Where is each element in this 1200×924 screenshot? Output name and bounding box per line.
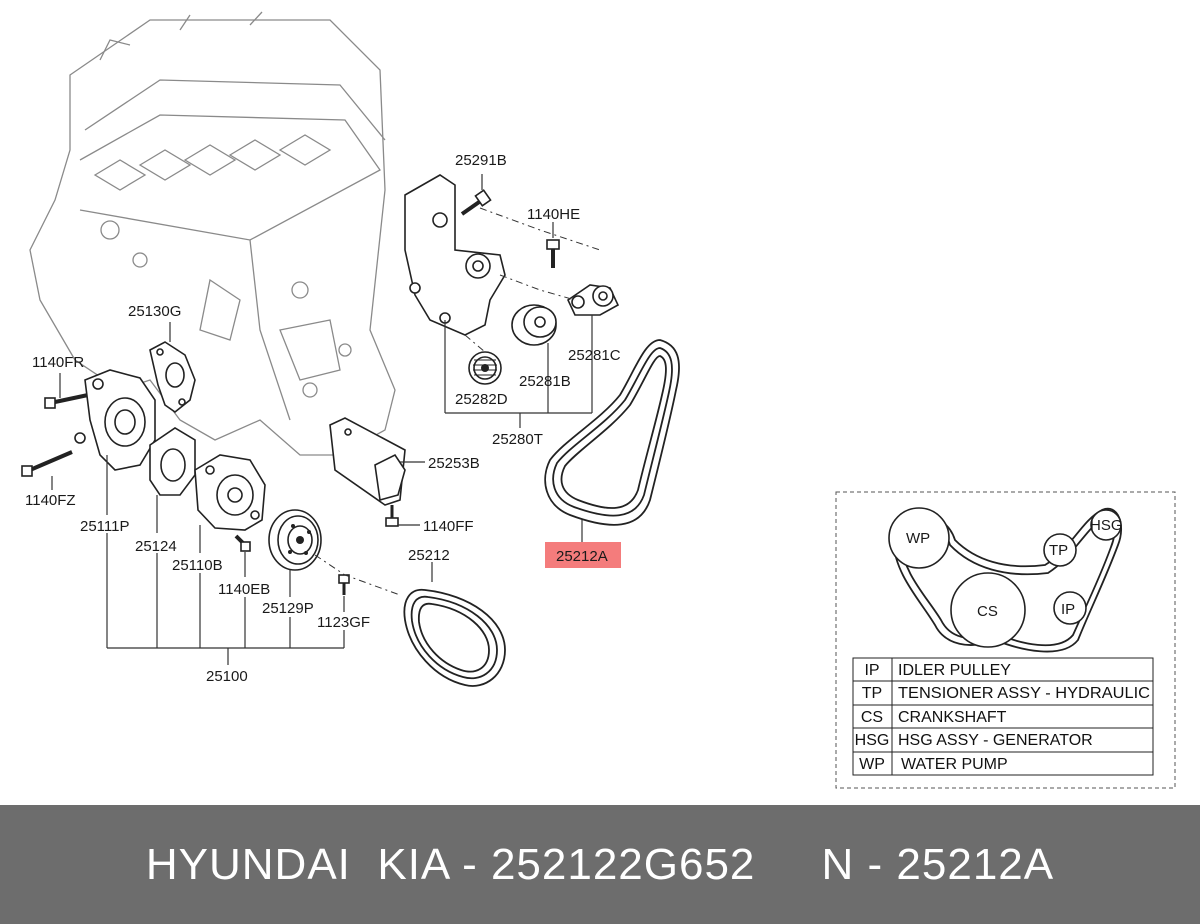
bolt-1123GF — [338, 574, 350, 595]
label-25111P: 25111P — [80, 518, 130, 535]
legend-code: TP — [862, 685, 882, 702]
gasket-25124 — [149, 427, 196, 496]
label-1140EB: 1140EB — [218, 581, 270, 598]
pulley-wp — [888, 507, 950, 569]
bolt-25291B — [460, 189, 492, 216]
bolt-1140FZ — [21, 450, 73, 477]
legend-code: IP — [864, 662, 879, 679]
label-1140HE: 1140HE — [527, 206, 580, 223]
footer-banner: HYUNDAI KIA - 252122G652 N - 25212A — [0, 805, 1200, 924]
tensioner-25281C — [566, 284, 620, 316]
pulley-tp — [1043, 533, 1077, 567]
highlight-25212A — [545, 542, 621, 568]
pulley-label-cs: CS — [977, 603, 998, 620]
label-25212A: 25212A — [556, 548, 608, 565]
bolt-1140FF — [385, 505, 399, 527]
label-25110B: 25110B — [172, 557, 223, 574]
pulley-label-tp: TP — [1049, 542, 1068, 559]
pulley-cs — [950, 572, 1026, 648]
belt-routing-inset: WP TP HSG CS IP IP IDLER PULLEY TP TENSI… — [835, 491, 1176, 789]
label-25100: 25100 — [206, 668, 248, 685]
pulley-ip — [1053, 591, 1087, 625]
engine-block — [29, 11, 396, 456]
label-25253B: 25253B — [428, 455, 480, 472]
legend-code: CS — [861, 709, 883, 726]
legend-desc: IDLER PULLEY — [898, 662, 1011, 679]
belt-25212 — [403, 588, 506, 687]
pulley-label-ip: IP — [1061, 601, 1075, 618]
gasket-25130G — [149, 341, 196, 413]
pulley-label-wp: WP — [906, 530, 930, 547]
bolt-1140FR — [44, 393, 89, 409]
pulley-label-hsg: HSG — [1090, 517, 1123, 534]
legend-code: HSG — [855, 732, 890, 749]
belt-25212A — [544, 339, 680, 526]
part-number-caption: HYUNDAI KIA - 252122G652 N - 25212A — [145, 839, 1055, 889]
label-25130G: 25130G — [128, 303, 181, 320]
label-1140FZ: 1140FZ — [25, 492, 76, 509]
legend-desc: WATER PUMP — [901, 756, 1008, 773]
pulley-hsg — [1090, 509, 1122, 541]
label-25280T: 25280T — [492, 431, 543, 448]
label-25212: 25212 — [408, 547, 450, 564]
water-pump-25110B — [194, 454, 266, 531]
bolt-1140HE — [546, 239, 560, 268]
legend-code: WP — [859, 756, 885, 773]
label-25124: 25124 — [135, 538, 177, 555]
parts-diagram: 25291B 1140HE 25130G 1140FR 25281C 25281… — [21, 11, 1176, 789]
pulley-25129P — [268, 509, 322, 571]
label-25281C: 25281C — [568, 347, 621, 364]
legend-table: IP IDLER PULLEY TP TENSIONER ASSY - HYDR… — [852, 657, 1154, 776]
idler-pulley-25281B — [511, 304, 557, 346]
label-25291B: 25291B — [455, 152, 507, 169]
label-1123GF: 1123GF — [317, 614, 370, 631]
legend-desc: CRANKSHAFT — [898, 709, 1007, 726]
water-pump-housing-25111P — [74, 369, 156, 471]
label-1140FR: 1140FR — [32, 354, 84, 371]
label-25129P: 25129P — [262, 600, 314, 617]
label-25281B: 25281B — [519, 373, 571, 390]
legend-desc: HSG ASSY - GENERATOR — [898, 732, 1093, 749]
label-25282D: 25282D — [455, 391, 508, 408]
alternator-bracket — [404, 174, 506, 336]
label-1140FF: 1140FF — [423, 518, 474, 535]
legend-desc: TENSIONER ASSY - HYDRAULIC — [898, 685, 1150, 702]
bolt-1140EB — [234, 534, 251, 552]
pulley-25282D — [468, 351, 502, 385]
cover-25253B — [329, 417, 406, 506]
